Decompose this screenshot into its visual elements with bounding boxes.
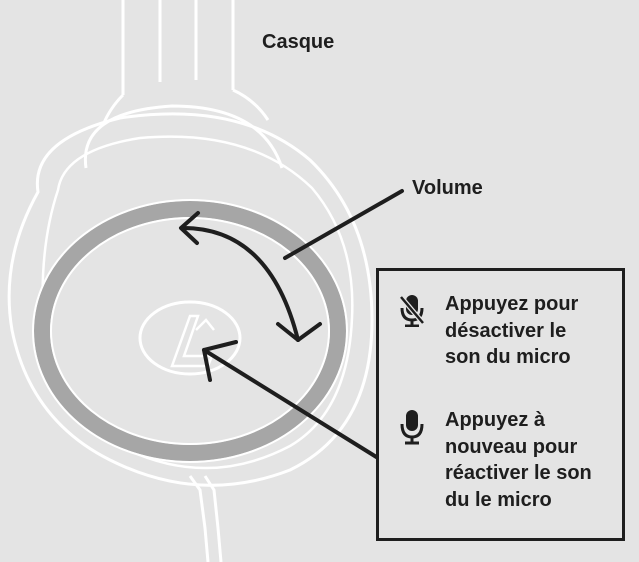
volume-arrow bbox=[179, 211, 322, 342]
microphone-muted-icon bbox=[399, 293, 425, 332]
ear-cup-outer bbox=[7, 112, 374, 487]
yoke bbox=[83, 104, 284, 169]
headset-label: Casque bbox=[262, 31, 335, 53]
unmute-instruction: Appuyez à nouveau pour réactiver le son … bbox=[445, 409, 592, 511]
mute-instruction: Appuyez pour désactiver le son du micro bbox=[445, 293, 579, 368]
volume-pointer-line bbox=[283, 189, 404, 260]
volume-ring bbox=[34, 201, 346, 461]
cable bbox=[188, 475, 223, 562]
microphone-icon bbox=[399, 409, 425, 450]
ring-outline-outer bbox=[32, 199, 348, 463]
headband bbox=[101, 0, 270, 126]
logo-ring bbox=[138, 300, 242, 376]
mic-instructions-box: Appuyez pour désactiver le son du micro … bbox=[376, 268, 625, 541]
mic-pointer-arrow bbox=[202, 340, 380, 460]
volume-label: Volume bbox=[412, 177, 483, 199]
